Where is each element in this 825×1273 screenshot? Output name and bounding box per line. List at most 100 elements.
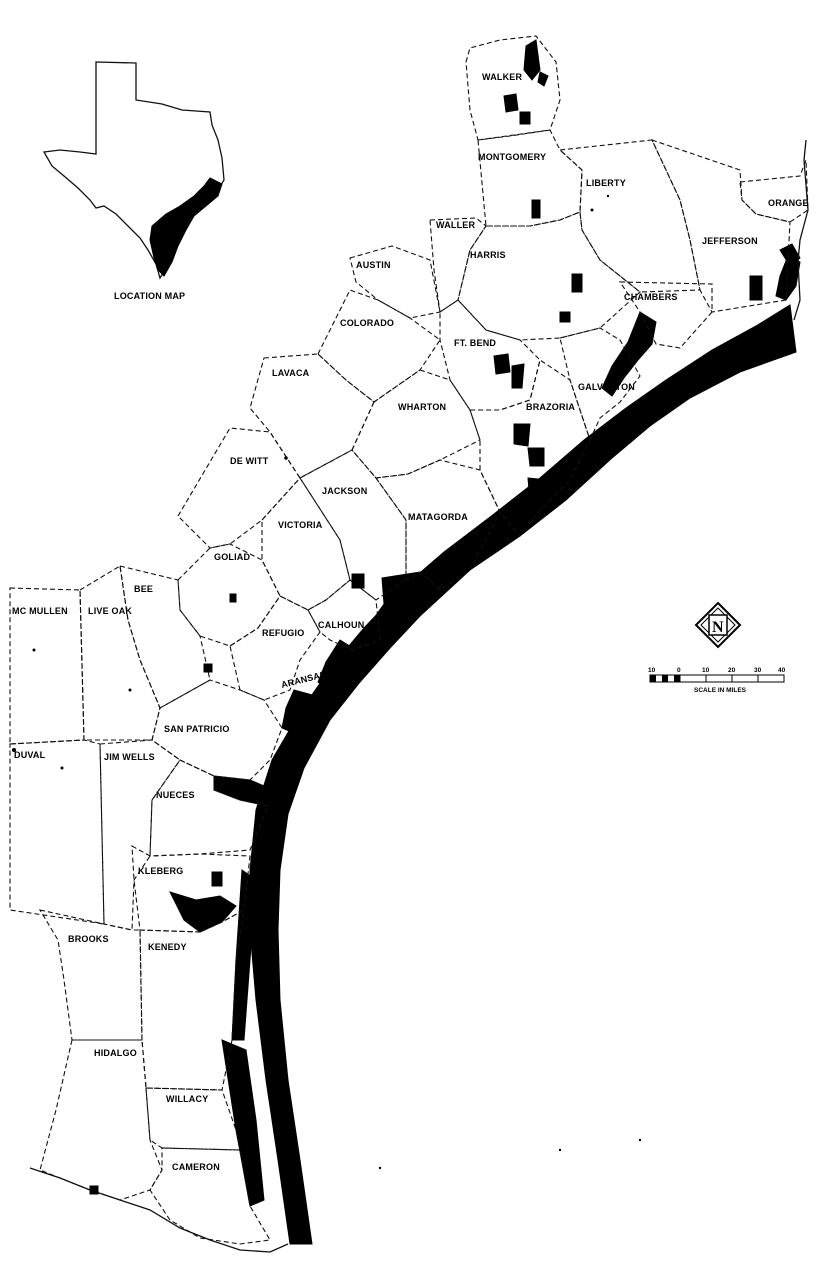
label-live-oak: LIVE OAK	[88, 606, 132, 616]
label-waller: WALLER	[436, 220, 475, 230]
label-liberty: LIBERTY	[586, 178, 626, 188]
label-brooks: BROOKS	[68, 934, 109, 944]
label-kenedy: KENEDY	[148, 942, 187, 952]
label-brazoria: BRAZORIA	[526, 402, 575, 412]
label-hidalgo: HIDALGO	[94, 1048, 137, 1058]
ft-bend-boundary	[439, 299, 541, 411]
label-ft-bend: FT. BEND	[454, 338, 496, 348]
nueces-boundary	[149, 759, 269, 857]
label-harris: HARRIS	[470, 250, 506, 260]
calhoun-boundary	[307, 579, 381, 651]
patch-kleberg	[211, 871, 223, 887]
live-oak-boundary	[79, 565, 161, 741]
patch-walker-2	[503, 93, 519, 113]
label-montgomery: MONTGOMERY	[478, 152, 546, 162]
label-willacy: WILLACY	[166, 1094, 208, 1104]
scale-caption: SCALE IN MILES	[694, 687, 747, 694]
aransas-bay	[281, 689, 317, 735]
patch-harris-1	[571, 273, 583, 293]
label-jefferson: JEFFERSON	[702, 236, 758, 246]
patch-walker-1	[523, 39, 541, 81]
orange-boundary	[739, 159, 809, 223]
duval-boundary	[9, 739, 105, 925]
label-nueces: NUECES	[156, 790, 195, 800]
county-labels: WALKER MONTGOMERY LIBERTY ORANGE WALLER …	[12, 72, 809, 1172]
wharton-boundary	[351, 369, 481, 479]
patch-refugio	[203, 663, 213, 673]
speck-1	[32, 648, 36, 652]
label-galveston: GALVESTON	[578, 382, 635, 392]
patch-walker-4	[537, 71, 549, 87]
label-bee: BEE	[134, 584, 153, 594]
label-colorado: COLORADO	[340, 318, 394, 328]
location-map-label: LOCATION MAP	[114, 291, 185, 301]
galveston-bay	[601, 311, 657, 397]
lavaca-boundary	[249, 353, 375, 479]
montgomery-boundary	[477, 129, 583, 227]
label-calhoun: CALHOUN	[318, 620, 364, 630]
rio-grande-border	[29, 1167, 289, 1253]
laguna-madre-north	[231, 869, 257, 1041]
label-matagorda: MATAGORDA	[408, 512, 468, 522]
label-san-patricio: SAN PATRICIO	[164, 724, 230, 734]
label-orange: ORANGE	[768, 198, 809, 208]
patch-ftbend-1	[493, 353, 511, 375]
label-lavaca: LAVACA	[272, 368, 310, 378]
austin-boundary	[349, 245, 441, 319]
label-victoria: VICTORIA	[278, 520, 323, 530]
sabine-river-border	[793, 139, 809, 321]
scale-tick-label-4: 30	[754, 667, 762, 674]
colorado-boundary	[317, 289, 441, 403]
barrier-water-band	[249, 304, 797, 1245]
speck-6	[606, 194, 610, 198]
speck-2	[128, 688, 132, 692]
patch-brazoria-1	[513, 423, 531, 447]
texas-outline	[42, 61, 225, 280]
sabine-lake	[775, 255, 801, 301]
speck-3	[60, 766, 64, 770]
liberty-boundary	[558, 139, 701, 293]
walker-boundary	[465, 35, 561, 141]
label-jim-wells: JIM WELLS	[104, 752, 155, 762]
scale-tick-label-3: 20	[728, 667, 736, 674]
jim-wells-boundary	[99, 739, 181, 931]
neches-river-estuary	[779, 243, 801, 267]
label-refugio: REFUGIO	[262, 628, 304, 638]
scale-tick-label-0: 10	[648, 667, 656, 674]
scale-tick-label-5: 40	[778, 667, 786, 674]
victoria-boundary	[261, 477, 351, 611]
matagorda-boundary	[375, 459, 501, 591]
speck-7	[638, 1138, 642, 1142]
harris-boundary	[457, 211, 641, 341]
county-boundaries	[9, 35, 809, 1253]
speck-10	[12, 748, 16, 752]
north-arrow: N	[694, 601, 742, 649]
north-arrow-inner	[700, 607, 736, 643]
label-cameron: CAMERON	[172, 1162, 220, 1172]
patch-harris-2	[559, 311, 571, 323]
chambers-boundary	[618, 281, 713, 349]
scale-bar-segment-2	[662, 675, 668, 682]
label-kleberg: KLEBERG	[138, 866, 183, 876]
label-jackson: JACKSON	[322, 486, 367, 496]
patch-cameron	[89, 1185, 99, 1195]
gulf-coast-water-band	[169, 243, 801, 1245]
scale-tick-label-1: 0	[677, 667, 681, 674]
speck-4	[284, 456, 288, 460]
scale-bar-frame	[649, 674, 785, 683]
kenedy-boundary	[139, 908, 245, 1091]
san-antonio-bay	[317, 639, 357, 691]
speck-9	[558, 1148, 562, 1152]
patch-jefferson	[749, 275, 763, 301]
patch-walker-3	[519, 111, 531, 125]
de-witt-boundary	[177, 427, 301, 549]
willacy-boundary	[145, 1087, 241, 1151]
patch-brazoria-3	[527, 477, 549, 505]
brooks-boundary	[38, 909, 143, 1041]
scale-bar-segment-3	[674, 675, 680, 682]
texas-study-area-fill	[149, 177, 223, 277]
label-mc-mullen: MC MULLEN	[12, 606, 68, 616]
laguna-madre-south	[221, 1039, 265, 1207]
patch-ftbend-2	[511, 363, 525, 389]
